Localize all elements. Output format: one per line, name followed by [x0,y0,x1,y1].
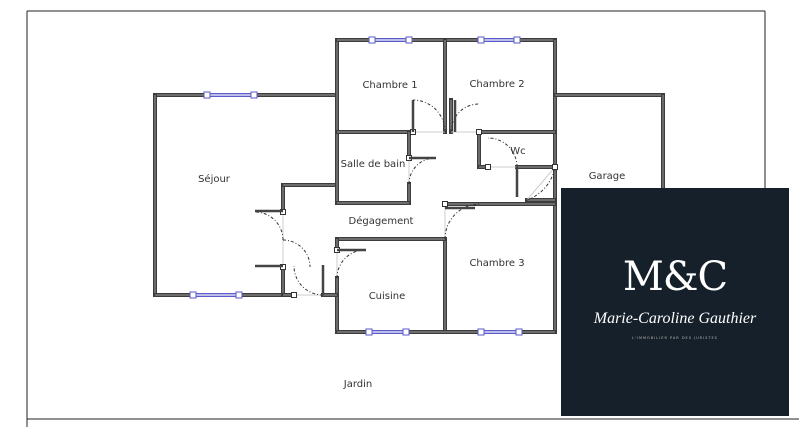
door-post [552,164,558,170]
window-post [405,36,413,44]
window-post [402,328,410,336]
agency-logo: M&C Marie-Caroline Gauthier L'IMMOBILIER… [561,188,789,416]
room-label-wc: Wc [510,146,525,157]
window-post [368,36,376,44]
walls [153,38,665,334]
doors [254,99,558,298]
windows [189,36,523,336]
logo-monogram: M&C [622,254,728,300]
door-swing-arc [293,265,324,296]
logo-name: Marie-Caroline Gauthier [593,310,757,327]
room-label-chambre1: Chambre 1 [362,80,417,91]
room-label-cuisine: Cuisine [369,291,406,302]
window-post [203,91,211,99]
window-post [235,291,243,299]
room-label-chambre3: Chambre 3 [469,258,524,269]
door-swing-arc [450,103,480,133]
room-label-salle-de-bain: Salle de bain [341,159,406,170]
door-post [485,164,491,170]
room-label-degagement: Dégagement [349,215,414,227]
room-label-jardin: Jardin [343,379,372,390]
room-label-chambre2: Chambre 2 [469,79,524,90]
door-swing-arc [526,166,556,201]
door-swing-arc [412,99,446,133]
window-post [477,328,485,336]
door-swing-arc [487,137,518,168]
window-post [513,36,521,44]
room-label-garage: Garage [589,171,626,182]
door-swing-arc [444,203,481,240]
door-swing-arc [282,239,311,268]
door-post [476,129,482,135]
window-post [189,291,197,299]
door-swing-arc [408,157,436,185]
door-post [442,201,448,207]
window-post [515,328,523,336]
door-threshold [526,166,556,201]
door-swing-arc [336,249,366,279]
window-post [477,36,485,44]
door-swing-arc [254,211,284,241]
door-post [291,292,297,298]
room-label-sejour: Séjour [198,173,231,185]
window-post [365,328,373,336]
window-post [250,91,258,99]
logo-tagline: L'IMMOBILIER PAR DES JURISTES [632,336,718,340]
